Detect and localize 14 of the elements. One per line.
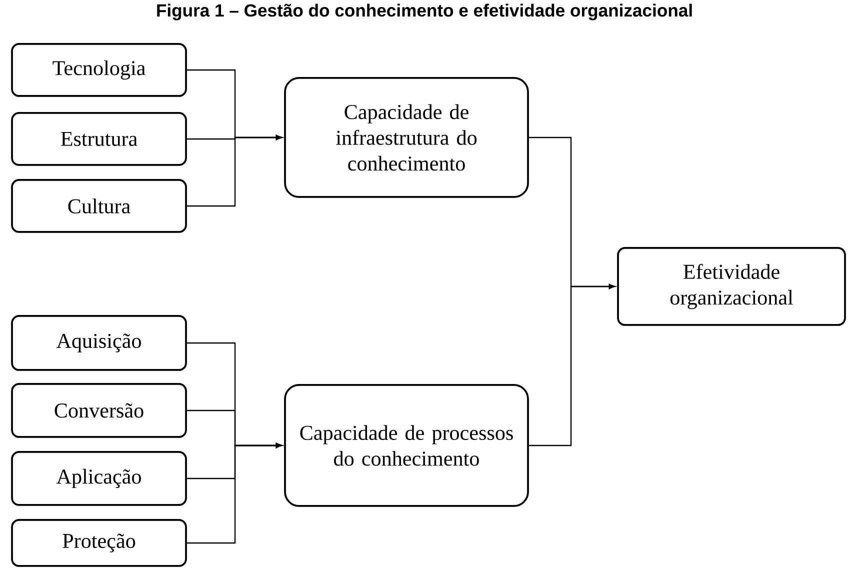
connector-arrow — [528, 284, 616, 446]
connector-arrow — [186, 442, 282, 544]
factor-box: Estrutura — [11, 112, 187, 166]
process-box: Capacidade de infraestrutura do conhecimento — [284, 77, 529, 198]
factor-box: Cultura — [11, 179, 187, 233]
process-box: Capacidade de processos do conhecimento — [284, 384, 529, 507]
factor-box: Conversão — [11, 383, 187, 438]
figure-title: Figura 1 – Gestão do conhecimento e efetividade organizacional — [157, 4, 692, 20]
factor-box: Tecnologia — [11, 43, 187, 97]
factor-box: Aquisição — [11, 315, 187, 371]
result-box: Efetividade organizacional — [617, 247, 846, 326]
factor-box: Aplicação — [11, 451, 187, 506]
connector-arrow — [186, 134, 282, 207]
factor-box: Proteção — [11, 519, 187, 567]
